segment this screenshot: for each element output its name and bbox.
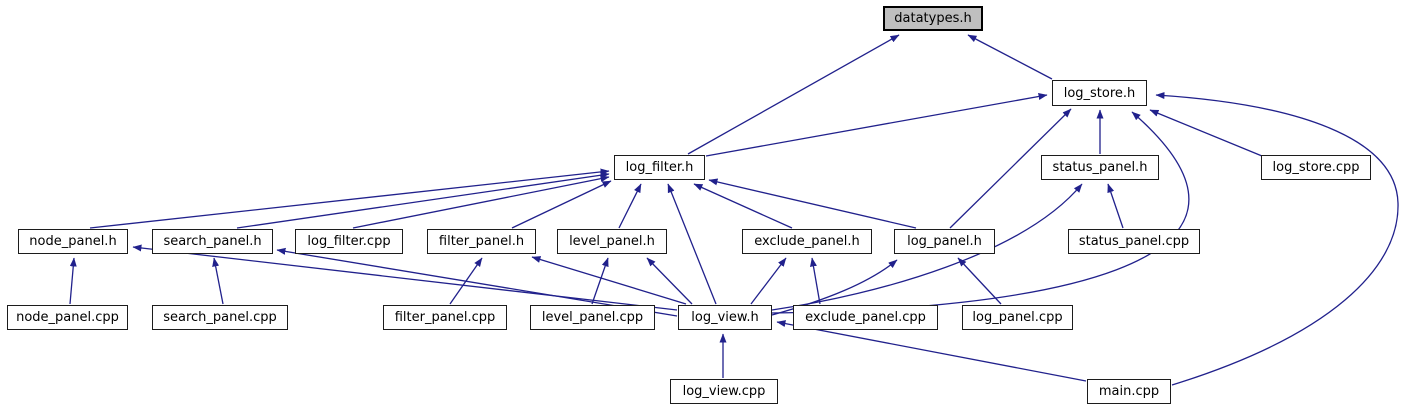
edge-log-view-h-to-log-filter-h: [667, 183, 717, 305]
edge-status-panel-cpp-to-status-panel-h: [1107, 183, 1124, 229]
edge-exclude-panel-cpp-to-exclude-panel-h: [810, 257, 821, 305]
node-filter-panel-cpp[interactable]: filter_panel.cpp: [383, 305, 507, 330]
edge-log-view-h-to-level-panel-h: [646, 257, 693, 305]
edge-filter-panel-cpp-to-filter-panel-h: [449, 257, 483, 305]
node-filter-panel-h[interactable]: filter_panel.h: [427, 229, 536, 254]
node-status-panel-h[interactable]: status_panel.h: [1041, 155, 1159, 180]
edge-log-panel-h-to-log-filter-h: [708, 178, 917, 229]
edge-log-view-h-to-filter-panel-h: [531, 256, 687, 305]
node-level-panel-cpp[interactable]: level_panel.cpp: [530, 305, 655, 330]
node-log-store-cpp[interactable]: log_store.cpp: [1261, 155, 1371, 180]
edge-log-view-h-to-status-panel-h: [771, 183, 1083, 311]
edge-log-panel-cpp-to-log-panel-h: [957, 257, 1002, 305]
node-search-panel-h[interactable]: search_panel.h: [152, 229, 273, 254]
node-log-store-h[interactable]: log_store.h: [1052, 80, 1147, 106]
edge-log-filter-h-to-datatypes-h: [687, 34, 900, 155]
node-log-filter-cpp[interactable]: log_filter.cpp: [295, 229, 403, 254]
edge-exclude-panel-h-to-log-filter-h: [693, 183, 793, 229]
edge-log-filter-h-to-log-store-h: [705, 93, 1048, 157]
edge-main-cpp-to-log-store-h: [1155, 92, 1399, 386]
node-log-filter-h[interactable]: log_filter.h: [614, 155, 705, 180]
edge-node-panel-cpp-to-node-panel-h: [69, 257, 77, 305]
edge-log-store-cpp-to-log-store-h: [1149, 109, 1263, 157]
node-exclude-panel-cpp[interactable]: exclude_panel.cpp: [793, 305, 938, 330]
edge-level-panel-h-to-log-filter-h: [618, 183, 642, 229]
edge-log-panel-h-to-log-store-h: [949, 108, 1072, 229]
edge-log-store-h-to-datatypes-h: [967, 34, 1053, 80]
node-log-view-cpp[interactable]: log_view.cpp: [670, 379, 778, 404]
node-status-panel-cpp[interactable]: status_panel.cpp: [1068, 229, 1200, 254]
node-datatypes-h: datatypes.h: [883, 6, 983, 31]
node-search-panel-cpp[interactable]: search_panel.cpp: [152, 305, 288, 330]
node-log-view-h[interactable]: log_view.h: [678, 305, 772, 330]
node-log-panel-h[interactable]: log_panel.h: [894, 229, 995, 254]
edge-search-panel-cpp-to-search-panel-h: [212, 257, 224, 305]
edge-search-panel-h-to-log-filter-h: [236, 171, 610, 229]
edge-log-view-h-to-node-panel-h: [132, 244, 678, 311]
node-node-panel-h[interactable]: node_panel.h: [18, 229, 128, 254]
edge-log-view-h-to-exclude-panel-h: [750, 257, 787, 305]
node-log-panel-cpp[interactable]: log_panel.cpp: [962, 305, 1073, 330]
edge-filter-panel-h-to-log-filter-h: [511, 180, 612, 229]
edge-log-filter-cpp-to-log-filter-h: [352, 175, 610, 229]
node-main-cpp[interactable]: main.cpp: [1087, 379, 1171, 404]
node-node-panel-cpp[interactable]: node_panel.cpp: [7, 305, 128, 330]
node-exclude-panel-h[interactable]: exclude_panel.h: [742, 229, 872, 254]
edge-node-panel-h-to-log-filter-h: [89, 168, 610, 229]
node-level-panel-h[interactable]: level_panel.h: [557, 229, 667, 254]
edge-main-cpp-to-log-view-h: [776, 320, 1087, 382]
edge-log-view-h-to-log-panel-h: [771, 259, 898, 316]
edge-level-panel-cpp-to-level-panel-h: [591, 257, 609, 305]
